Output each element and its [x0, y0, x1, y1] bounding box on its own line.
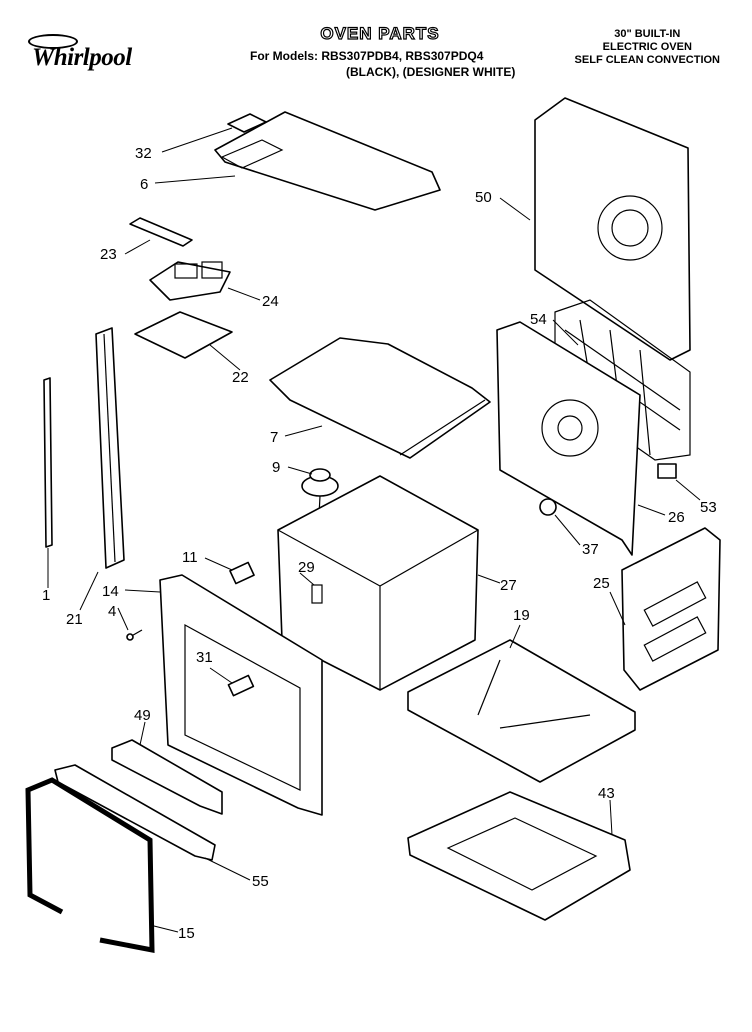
- callout-37: 37: [582, 541, 599, 558]
- spec-line-3: SELF CLEAN CONVECTION: [574, 54, 720, 66]
- callout-6: 6: [140, 176, 148, 193]
- part-43-bottom-tray: [407, 791, 631, 921]
- callout-24: 24: [262, 293, 279, 310]
- callout-21: 21: [66, 611, 83, 628]
- callout-53: 53: [700, 499, 717, 516]
- callout-49: 49: [134, 707, 151, 724]
- callout-27: 27: [500, 577, 517, 594]
- part-19-bottom-pan: [407, 639, 636, 783]
- callout-numbers: 32 6 50 23 24 54 22 7 9 53 26 37 11 29 2…: [42, 145, 717, 942]
- part-49-vent: [111, 739, 223, 815]
- part-7-oven-top: [269, 337, 491, 459]
- callout-54: 54: [530, 311, 547, 328]
- part-31-thermostat: [227, 674, 255, 697]
- logo-ring: [28, 34, 78, 49]
- part-37-fan-blade: [539, 498, 557, 516]
- appliance-spec: 30" BUILT-IN ELECTRIC OVEN SELF CLEAN CO…: [575, 28, 720, 67]
- whirlpool-logo: Whirlpool: [28, 34, 152, 74]
- callout-32: 32: [135, 145, 152, 162]
- callout-15: 15: [178, 925, 195, 942]
- spec-line-1: 30" BUILT-IN: [614, 28, 681, 40]
- part-1-trim-strip: [43, 377, 53, 548]
- callout-1: 1: [42, 587, 50, 604]
- model-colors: (BLACK), (DESIGNER WHITE): [346, 65, 516, 79]
- callout-23: 23: [100, 246, 117, 263]
- part-14-front-frame: [159, 574, 323, 816]
- part-23-bracket: [129, 217, 193, 247]
- callout-11: 11: [182, 549, 198, 566]
- model-numbers: For Models: RBS307PDB4, RBS307PDQ4: [250, 49, 484, 63]
- part-15-gasket: [25, 777, 155, 954]
- part-21-side-trim: [95, 327, 125, 569]
- callout-29: 29: [298, 559, 315, 576]
- callout-7: 7: [270, 429, 278, 446]
- part-50-rear-panel: [534, 97, 691, 361]
- part-6-top-panel: [214, 111, 441, 211]
- callout-25: 25: [593, 575, 610, 592]
- part-29-element: [311, 584, 323, 604]
- callout-50: 50: [475, 189, 492, 206]
- part-24-switch: [149, 261, 231, 301]
- brand-name: Whirlpool: [32, 44, 132, 71]
- part-53-connector: [657, 463, 677, 479]
- part-4-screw: [126, 629, 143, 641]
- diagram-title: OVEN PARTS: [320, 23, 440, 43]
- part-11-light-socket: [229, 561, 255, 585]
- callout-14: 14: [102, 583, 119, 600]
- leader-lines: [47, 127, 701, 933]
- part-32-plate: [227, 113, 267, 133]
- spec-line-2: ELECTRIC OVEN: [602, 41, 692, 53]
- part-9-burner: [301, 468, 339, 536]
- callout-43: 43: [598, 785, 615, 802]
- part-22-plate: [134, 311, 233, 359]
- callout-4: 4: [108, 603, 116, 620]
- part-25-side-panel: [621, 527, 721, 691]
- callout-22: 22: [232, 369, 249, 386]
- callout-31: 31: [196, 649, 213, 666]
- callout-19: 19: [513, 607, 530, 624]
- callout-26: 26: [668, 509, 685, 526]
- callout-9: 9: [272, 459, 280, 476]
- part-26-fan-baffle: [496, 321, 641, 556]
- callout-55: 55: [252, 873, 269, 890]
